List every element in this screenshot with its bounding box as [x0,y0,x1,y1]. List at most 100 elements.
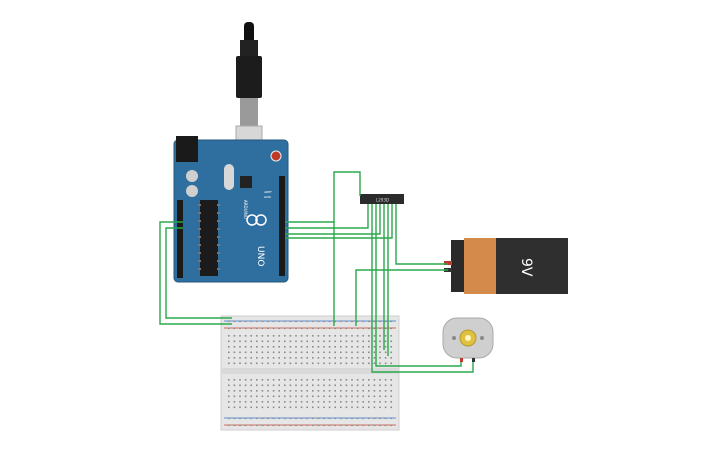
breadboard-hole [384,346,387,348]
breadboard-hole [272,320,275,323]
breadboard-hole [250,346,252,348]
breadboard-hole [340,401,342,403]
breadboard-hole [244,395,247,398]
breadboard-hole [340,362,342,365]
breadboard-hole [267,406,269,409]
breadboard-hole [300,320,303,323]
breadboard-hole [317,346,320,348]
breadboard-hole [261,401,264,403]
breadboard-hole [351,362,353,365]
breadboard-hole [340,417,342,420]
breadboard-hole [351,417,353,420]
l293d-chip[interactable]: L293D [360,194,404,204]
breadboard-hole [317,401,320,403]
breadboard-hole [239,327,241,330]
breadboard-hole [362,424,364,427]
breadboard-hole [278,406,280,409]
breadboard-hole [300,335,303,337]
breadboard-hole [328,417,331,420]
breadboard-hole [233,395,236,398]
breadboard-hole [289,401,292,403]
breadboard-hole [306,351,308,354]
power-jack [176,136,198,162]
dc-motor[interactable] [442,317,494,362]
breadboard-hole [300,357,303,359]
breadboard-hole [390,390,392,392]
breadboard-hole [379,390,381,392]
breadboard-hole [284,379,286,381]
breadboard-hole [233,406,236,409]
breadboard[interactable] [220,315,400,431]
breadboard-hole [356,346,359,348]
breadboard-hole [323,327,325,330]
breadboard-hole [261,362,264,365]
breadboard-hole [379,401,381,403]
breadboard-hole [228,346,230,348]
digital-header[interactable] [279,176,285,276]
breadboard-hole [390,320,392,323]
battery-9v[interactable]: 9V [444,238,568,294]
breadboard-hole [368,320,370,323]
breadboard-hole [390,417,392,420]
breadboard-hole [289,357,292,359]
breadboard-hole [390,346,392,348]
breadboard-hole [233,335,236,337]
breadboard-hole [272,357,275,359]
breadboard-hole [340,351,342,354]
usb-cable[interactable] [235,22,263,161]
breadboard-hole [300,424,303,427]
breadboard-hole [323,401,325,403]
breadboard-hole [250,340,252,343]
wire-d-pin-2 [285,204,369,229]
breadboard-hole [384,320,387,323]
breadboard-hole [340,406,342,409]
wires[interactable] [159,171,474,373]
breadboard-hole [250,327,252,330]
breadboard-hole [256,379,258,381]
breadboard-hole [256,384,258,387]
breadboard-hole [390,424,392,427]
breadboard-hole [356,401,359,403]
breadboard-hole [340,424,342,427]
breadboard-hole [384,362,387,365]
wire-d-pin-1 [285,171,361,223]
breadboard-hole [351,395,353,398]
breadboard-hole [300,395,303,398]
breadboard-hole [328,320,331,323]
breadboard-hole [390,395,392,398]
breadboard-hole [295,390,297,392]
breadboard-hole [284,417,286,420]
breadboard-hole [256,357,258,359]
breadboard-hole [239,362,241,365]
breadboard-hole [239,351,241,354]
breadboard-hole [228,362,230,365]
breadboard-hole [250,401,252,403]
breadboard-hole [351,379,353,381]
power-analog-header[interactable] [177,200,183,278]
breadboard-hole [379,320,381,323]
breadboard-hole [328,346,331,348]
breadboard-hole [295,417,297,420]
reset-button[interactable] [270,150,282,162]
breadboard-hole [384,401,387,403]
wire-ic-motor-1 [371,204,474,373]
breadboard-hole [261,340,264,343]
breadboard-hole [256,395,258,398]
breadboard-hole [289,384,292,387]
breadboard-hole [250,351,252,354]
breadboard-hole [356,384,359,387]
breadboard-hole [272,340,275,343]
breadboard-hole [278,346,280,348]
breadboard-hole [300,390,303,392]
breadboard-hole [362,320,364,323]
breadboard-hole [340,327,342,330]
breadboard-hole [345,327,348,330]
breadboard-hole [239,390,241,392]
breadboard-hole [256,335,258,337]
breadboard-hole [312,379,314,381]
breadboard-hole [261,379,264,381]
breadboard-hole [379,395,381,398]
breadboard-hole [272,390,275,392]
breadboard-hole [373,395,376,398]
arduino-uno-board[interactable]: UNO ARDUINO AREF GND [173,136,289,283]
